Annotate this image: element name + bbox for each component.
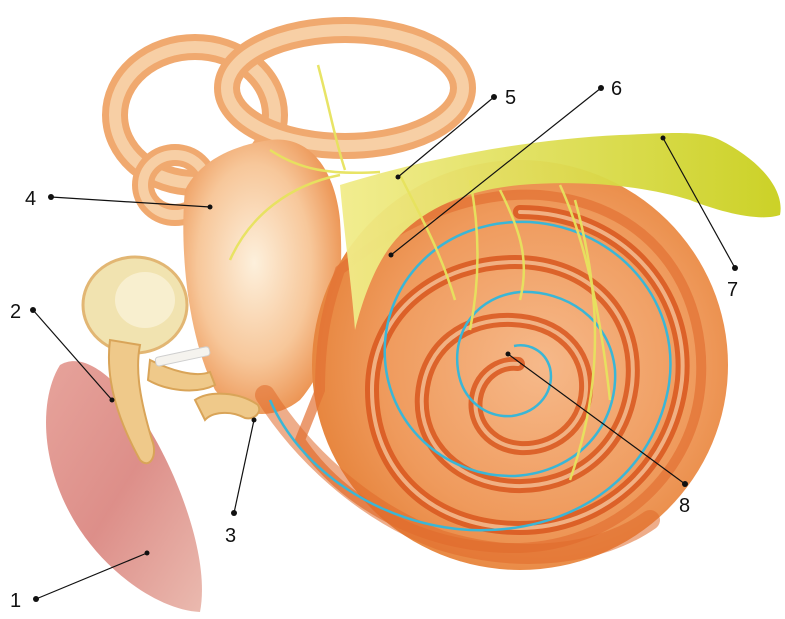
dot-3 <box>231 510 237 516</box>
dot-2-end <box>110 398 115 403</box>
label-5: 5 <box>505 87 516 109</box>
label-6: 6 <box>611 78 622 100</box>
dot-8-end <box>506 352 511 357</box>
leader-3 <box>234 420 254 513</box>
dot-5 <box>491 94 497 100</box>
label-8: 8 <box>679 495 690 517</box>
dot-5-end <box>396 175 401 180</box>
dot-1 <box>33 596 39 602</box>
label-2: 2 <box>10 301 21 323</box>
dot-4-end <box>208 205 213 210</box>
label-7: 7 <box>727 279 738 301</box>
label-3: 3 <box>225 525 236 547</box>
dot-7-end <box>661 136 666 141</box>
dot-6-end <box>389 253 394 258</box>
dot-8 <box>682 481 688 487</box>
dot-1-end <box>145 551 150 556</box>
dot-7 <box>732 265 738 271</box>
label-1: 1 <box>10 590 21 612</box>
dot-2 <box>30 307 36 313</box>
dot-3-end <box>252 418 257 423</box>
label-4: 4 <box>25 188 36 210</box>
dot-6 <box>598 85 604 91</box>
dot-4 <box>48 194 54 200</box>
